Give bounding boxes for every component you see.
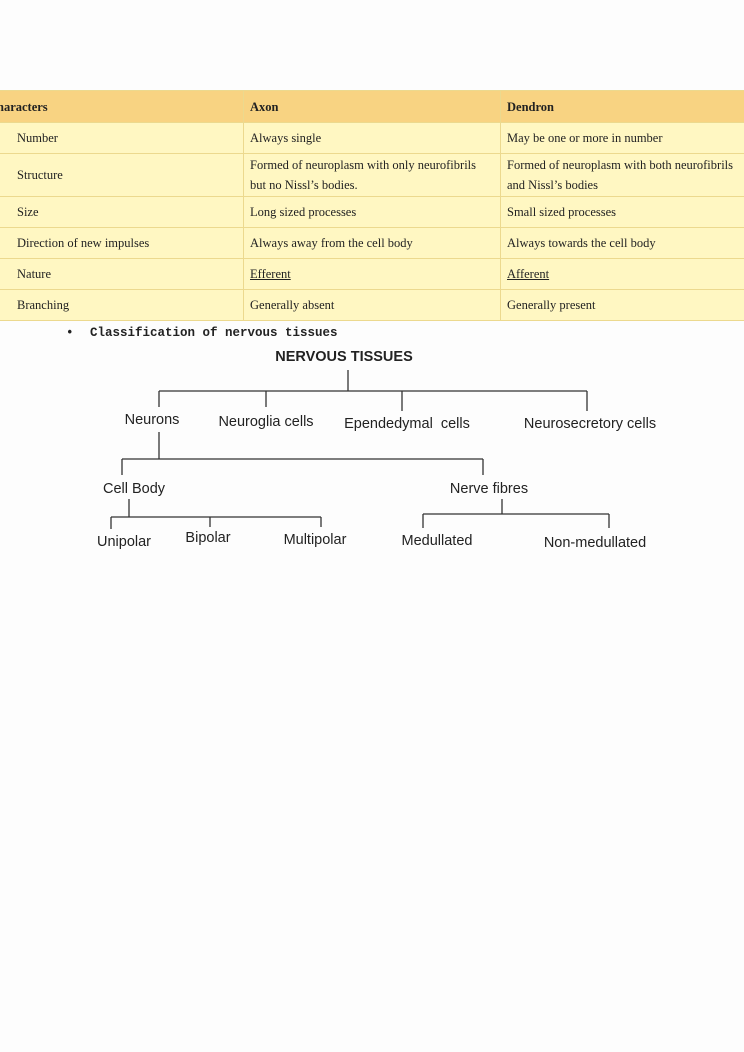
row-characteristic: Direction of new impulses [0, 227, 244, 259]
row-dendron: Generally present [500, 289, 744, 321]
bullet-marker: • [66, 326, 74, 340]
row-characteristic: Size [0, 196, 244, 228]
node-neuroglia-cells: Neuroglia cells [218, 414, 313, 430]
table-row: Structure Formed of neuroplasm with only… [0, 153, 744, 197]
section-heading: Classification of nervous tissues [90, 326, 338, 340]
row-characteristic: Branching [0, 289, 244, 321]
row-characteristic: Structure [0, 153, 244, 197]
node-neurosecretory-cells: Neurosecretory cells [524, 416, 656, 432]
node-neurons: Neurons [125, 412, 180, 428]
node-medullated: Medullated [402, 533, 473, 549]
axon-structure-line2: but no Nissl’s bodies. [250, 178, 358, 192]
table-row: Direction of new impulses Always away fr… [0, 227, 744, 259]
dendron-structure-line2: and Nissl’s bodies [507, 178, 598, 192]
node-ependymal-cells: Ependedymal cells [344, 416, 470, 432]
row-dendron: Formed of neuroplasm with both neurofibr… [500, 153, 744, 197]
comparison-table: haracters Axon Dendron Number Always sin… [0, 90, 744, 321]
efferent-term: Efferent [250, 267, 291, 281]
row-characteristic: Nature [0, 258, 244, 290]
node-nerve-fibres: Nerve fibres [450, 481, 528, 497]
row-dendron: May be one or more in number [500, 122, 744, 154]
row-axon: Generally absent [243, 289, 501, 321]
row-axon: Formed of neuroplasm with only neurofibr… [243, 153, 501, 197]
afferent-term: Afferent [507, 267, 550, 281]
axon-structure-line1: Formed of neuroplasm with only neurofibr… [250, 158, 477, 172]
row-dendron: Small sized processes [500, 196, 744, 228]
dendron-structure-line1: Formed of neuroplasm with both neurofibr… [507, 158, 734, 172]
diagram-connectors [110, 370, 610, 529]
node-cell-body: Cell Body [103, 481, 166, 497]
node-non-medullated: Non-medullated [544, 535, 646, 551]
row-axon: Efferent [243, 258, 501, 290]
node-bipolar: Bipolar [185, 530, 230, 546]
header-dendron: Dendron [500, 90, 744, 123]
diagram-root: NERVOUS TISSUES [275, 349, 413, 365]
node-unipolar: Unipolar [97, 534, 151, 550]
row-axon: Always away from the cell body [243, 227, 501, 259]
table-row: Nature Efferent Afferent [0, 258, 744, 290]
row-dendron: Always towards the cell body [500, 227, 744, 259]
row-dendron: Afferent [500, 258, 744, 290]
header-characters: haracters [0, 90, 244, 123]
node-multipolar: Multipolar [284, 532, 347, 548]
section-bullet: • Classification of nervous tissues [66, 326, 338, 340]
table-row: Branching Generally absent Generally pre… [0, 289, 744, 321]
